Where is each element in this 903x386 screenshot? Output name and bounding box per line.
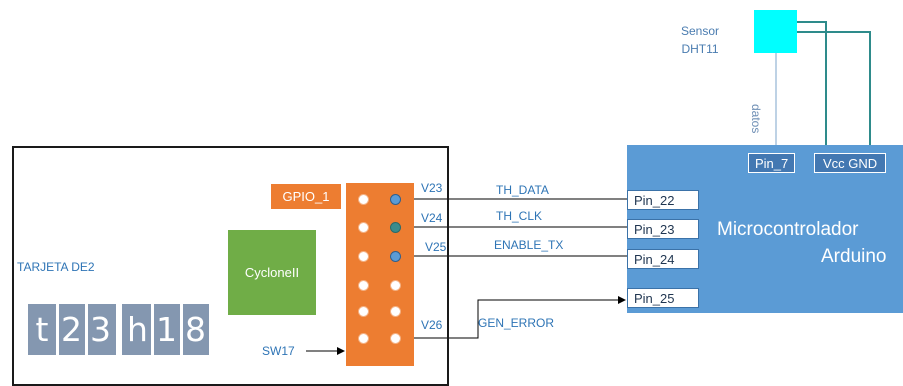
display-digit: 2	[61, 310, 82, 349]
display-digit: h	[127, 310, 148, 349]
header-pin	[390, 280, 401, 291]
header-pin-v23	[390, 194, 401, 205]
header-pin	[358, 280, 369, 291]
display-digit: t	[35, 310, 49, 349]
digit-separator	[180, 304, 183, 355]
pin-23: Pin_23	[627, 219, 699, 239]
board-label: TARJETA DE2	[17, 260, 95, 274]
pin-label-v24: V24	[421, 211, 443, 225]
display-digit: 1	[156, 310, 177, 349]
sensor-gnd-wire	[797, 31, 871, 148]
gpio-header	[346, 183, 414, 366]
signal-th-data: TH_DATA	[496, 183, 549, 197]
display-group-humidity	[122, 304, 209, 355]
mcu-title-line1: Microcontrolador	[717, 219, 859, 240]
pin-label-v25: V25	[425, 240, 447, 254]
gen-error-wire	[414, 296, 626, 339]
signal-gen-error: GEN_ERROR	[478, 316, 555, 330]
vcc-gnd-pin: Vcc GND	[814, 153, 887, 173]
arduino-microcontroller: Pin_7 Vcc GND Pin_22 Pin_23 Pin_24 Pin_2…	[627, 145, 903, 313]
datos-wire-label: datos	[749, 104, 763, 134]
sensor-label-line1: Sensor	[680, 24, 720, 38]
header-pin	[390, 306, 401, 317]
header-pin-v24	[390, 222, 401, 233]
digit-separator	[151, 304, 154, 355]
display-digit: 8	[185, 310, 206, 349]
mcu-title-line2: Arduino	[821, 246, 887, 267]
wiring-diagram	[306, 21, 871, 355]
signal-enable-tx: ENABLE_TX	[494, 238, 564, 252]
header-pin-v26	[390, 333, 401, 344]
header-pin	[358, 251, 369, 262]
cyclone-chip: CycloneII	[228, 230, 316, 315]
switch-sw17-label: SW17	[262, 344, 295, 358]
pin-22: Pin_22	[627, 190, 699, 210]
header-pin	[358, 194, 369, 205]
header-pin-v25	[390, 251, 401, 262]
sensor-vcc-wire	[797, 21, 827, 148]
header-pin	[358, 222, 369, 233]
pin-label-v26: V26	[421, 318, 443, 332]
pin-7: Pin_7	[748, 153, 796, 173]
header-pin	[358, 306, 369, 317]
sensor-label-line2: DHT11	[681, 42, 719, 56]
pin-label-v23: V23	[421, 181, 443, 195]
digit-separator	[56, 304, 59, 355]
header-pin	[358, 333, 369, 344]
signal-th-clk: TH_CLK	[496, 209, 543, 223]
digit-separator	[85, 304, 88, 355]
display-digit: 3	[90, 310, 111, 349]
pin-25: Pin_25	[627, 288, 699, 308]
display-group-temp	[28, 304, 116, 355]
gpio-label: GPIO_1	[271, 184, 341, 209]
pin-24: Pin_24	[627, 249, 699, 269]
dht11-sensor	[754, 10, 797, 53]
